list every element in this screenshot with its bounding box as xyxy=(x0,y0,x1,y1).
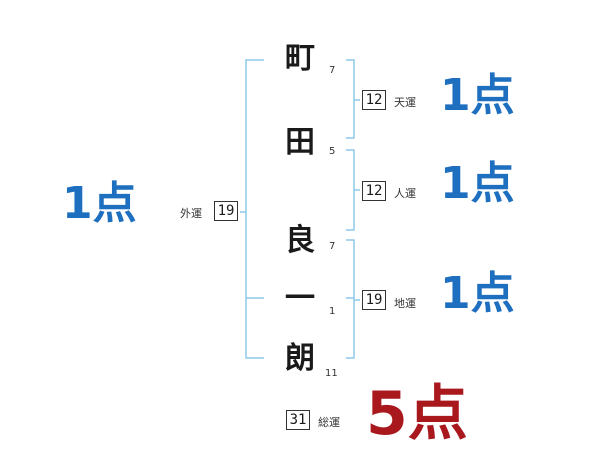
name-char-1: 町 xyxy=(285,41,315,76)
stroke-count-2: 5 xyxy=(329,146,336,157)
heaven-label: 天運 xyxy=(394,96,416,109)
name-char-4: 一 xyxy=(285,281,315,316)
earth-value-box: 19 xyxy=(362,290,386,310)
total-value-box: 31 xyxy=(286,410,310,430)
outer-label: 外運 xyxy=(180,207,202,220)
earth-label: 地運 xyxy=(394,297,416,310)
outer-bracket xyxy=(245,59,264,359)
earth-bracket xyxy=(346,239,355,359)
person-score: 1点 xyxy=(440,158,515,209)
name-char-3: 良 xyxy=(285,223,315,258)
outer-score: 1点 xyxy=(62,178,137,229)
name-char-5: 朗 xyxy=(285,341,315,376)
name-char-2: 田 xyxy=(285,125,315,160)
outer-value-box: 19 xyxy=(214,201,238,221)
heaven-value-box: 12 xyxy=(362,90,386,110)
stroke-count-4: 1 xyxy=(329,306,336,317)
person-bracket xyxy=(346,149,355,231)
heaven-bracket xyxy=(346,59,355,139)
earth-score: 1点 xyxy=(440,268,515,319)
total-score: 5点 xyxy=(366,379,468,449)
total-label: 総運 xyxy=(318,416,340,429)
stroke-count-5: 11 xyxy=(325,368,338,379)
heaven-score: 1点 xyxy=(440,70,515,121)
stroke-count-1: 7 xyxy=(329,65,336,76)
person-label: 人運 xyxy=(394,187,416,200)
person-value-box: 12 xyxy=(362,181,386,201)
stroke-count-3: 7 xyxy=(329,241,336,252)
